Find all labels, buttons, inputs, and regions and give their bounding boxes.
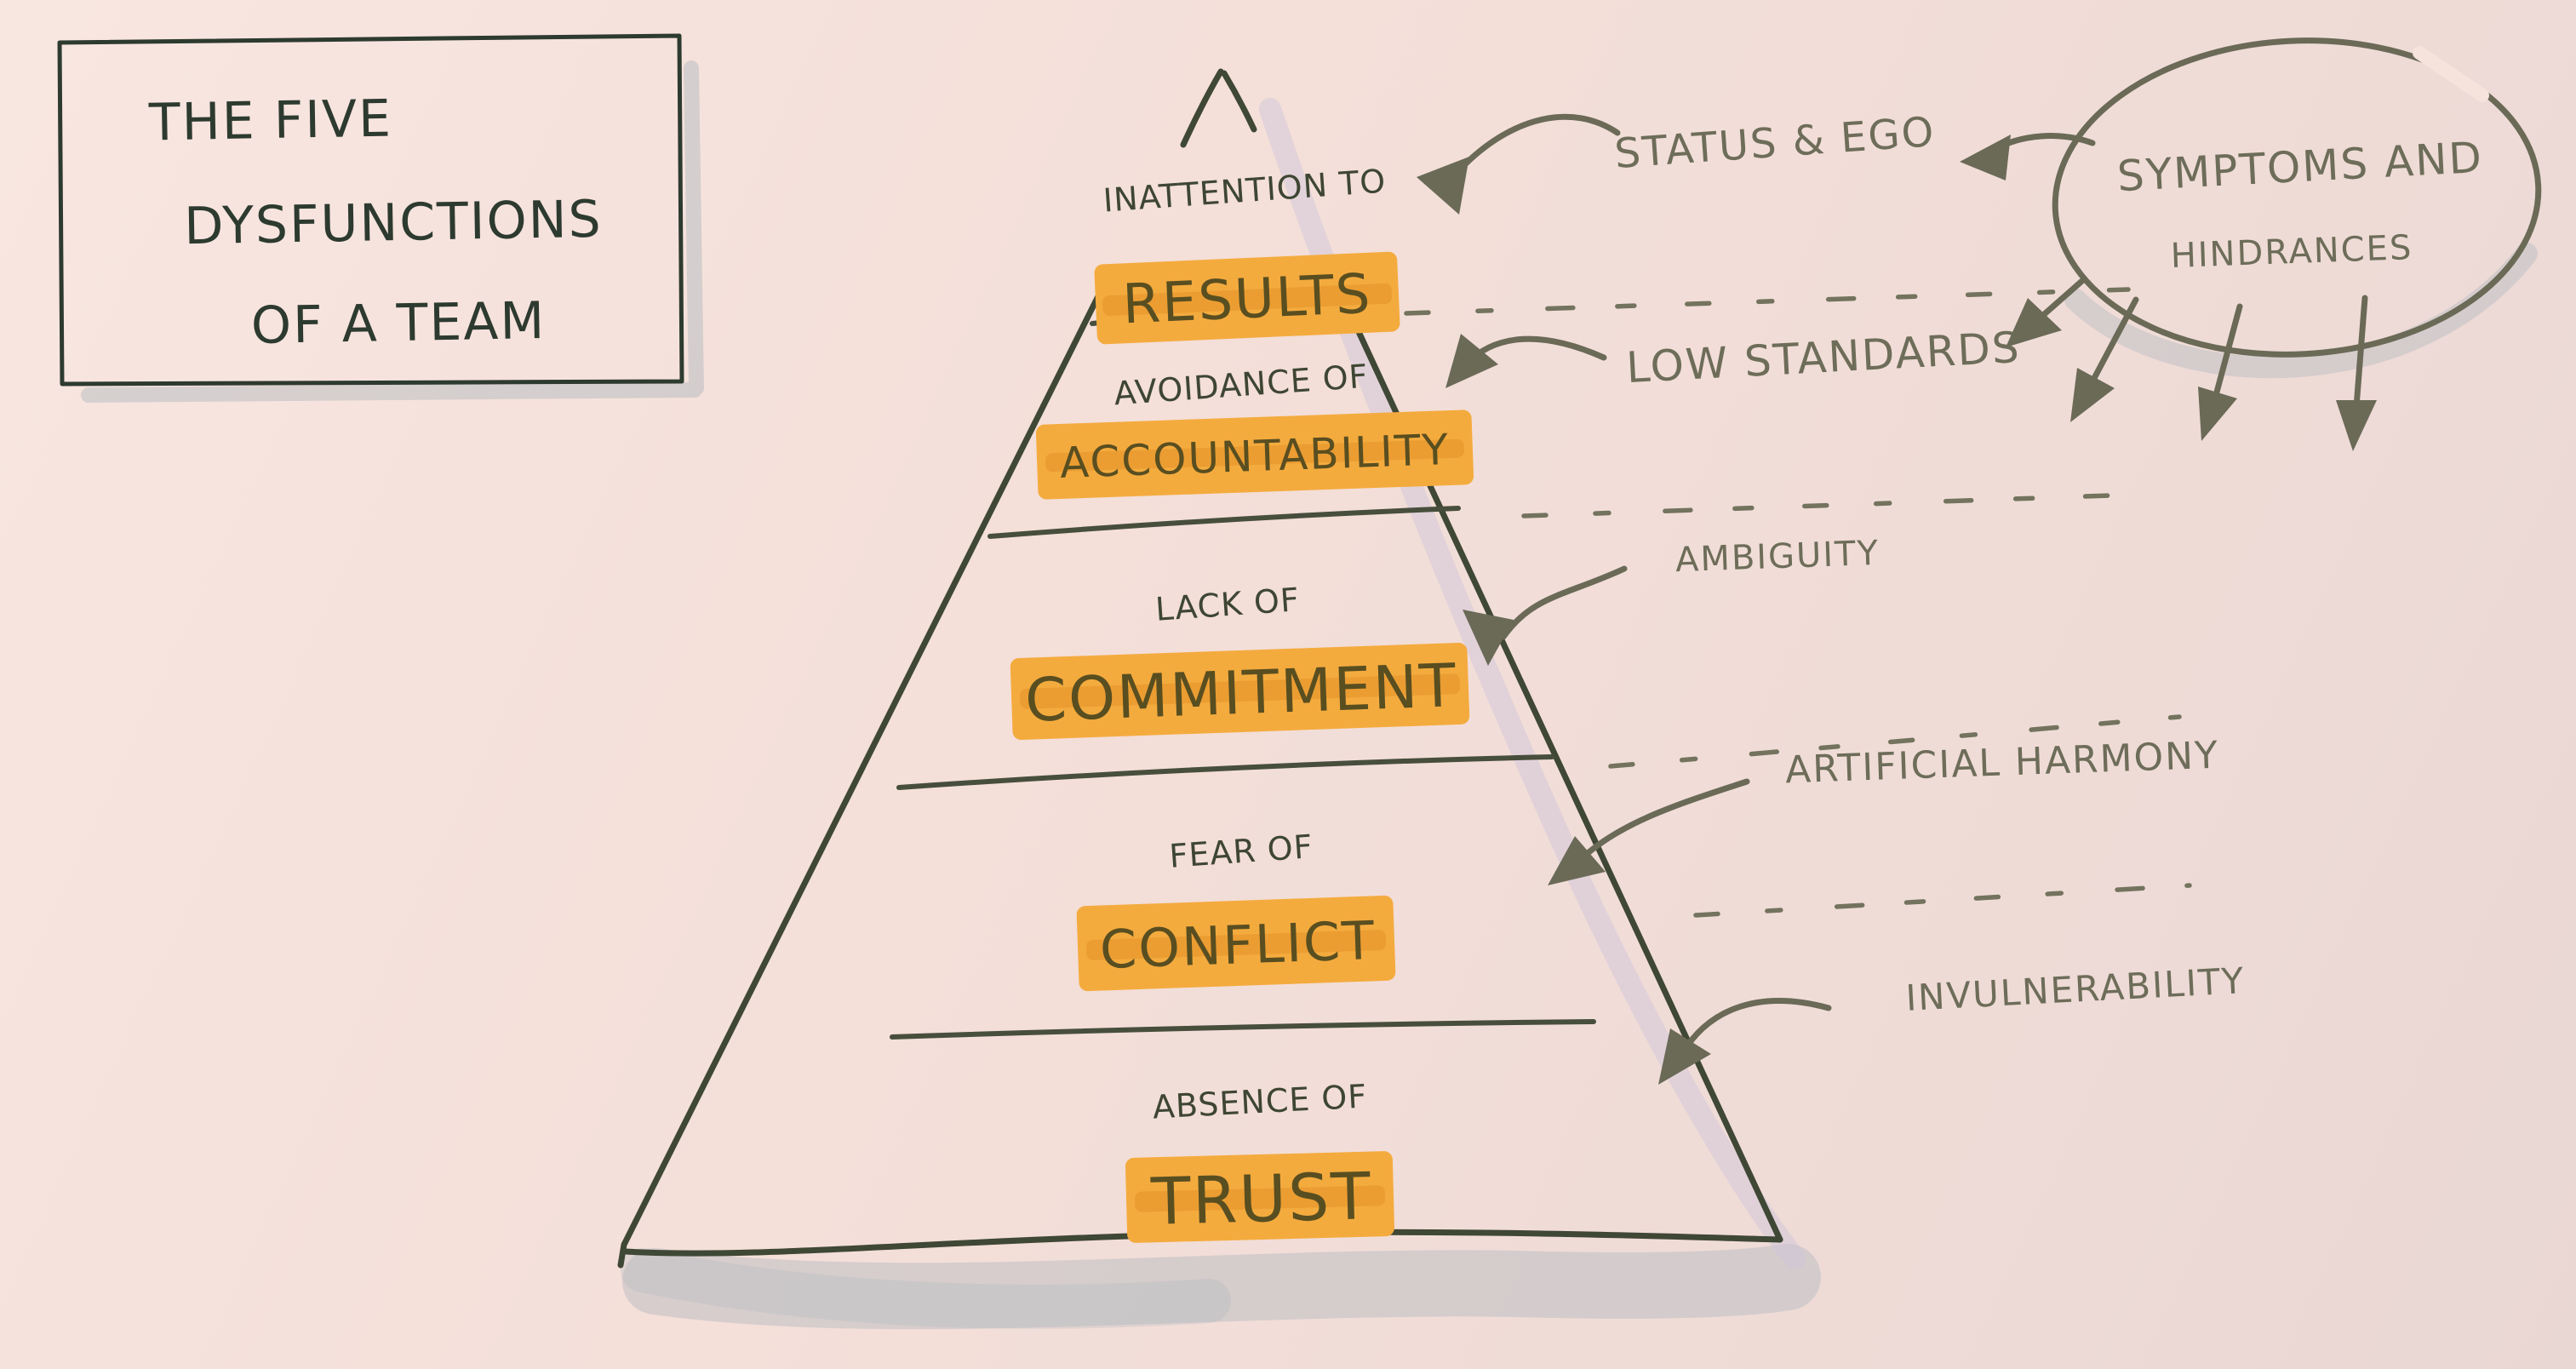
highlight-conflict xyxy=(1076,895,1396,992)
symptom-labels: STATUS & EGO LOW STANDARDS AMBIGUITY ART… xyxy=(1613,108,2247,1019)
arrowhead xyxy=(1658,1028,1711,1085)
divider-accountability xyxy=(987,506,1461,539)
divider-conflict xyxy=(890,1019,1596,1040)
title-line-1: THE FIVE xyxy=(147,89,392,153)
bubble-text-line-1: SYMPTOMS AND xyxy=(2116,133,2485,201)
title-box: THE FIVE DYSFUNCTIONS OF A TEAM xyxy=(57,33,684,387)
dash-line-commitment xyxy=(1608,714,2182,769)
label-status-ego: STATUS & EGO xyxy=(1613,108,1937,178)
dash-line-results xyxy=(1404,287,2131,316)
highlighter-bands xyxy=(1010,251,1474,1243)
dashed-lines xyxy=(1404,287,2192,918)
arrowhead xyxy=(2198,387,2237,441)
arrows xyxy=(1417,113,2377,1085)
title-line-3: OF A TEAM xyxy=(250,291,546,356)
level-accountability-prefix: AVOIDANCE OF xyxy=(1113,358,1370,413)
bubble-shadow xyxy=(2064,243,2538,379)
dash-line-conflict xyxy=(1693,883,2192,918)
label-invulnerability: INVULNERABILITY xyxy=(1904,959,2246,1019)
arrow-lowstandards-to-accountability xyxy=(1445,334,1607,388)
arrow-status-to-results xyxy=(1417,113,1621,215)
pyramid-labels: INATTENTION TO RESULTS AVOIDANCE OF ACCO… xyxy=(1024,162,1458,1239)
arrowhead xyxy=(1417,157,1469,215)
highlight-results xyxy=(1094,251,1400,345)
label-ambiguity: AMBIGUITY xyxy=(1674,534,1880,580)
pyramid-base-shadow-2 xyxy=(621,1248,1231,1329)
bubble-outline xyxy=(2052,37,2542,358)
divider-commitment xyxy=(896,754,1554,790)
title-box-shadow xyxy=(81,60,704,403)
arrow-ambiguity-to-commitment xyxy=(1463,565,1628,666)
title-line-2: DYSFUNCTIONS xyxy=(184,190,604,257)
level-commitment-word: COMMITMENT xyxy=(1024,650,1458,736)
bubble-outline-gap xyxy=(2413,46,2489,102)
level-trust-word: TRUST xyxy=(1149,1158,1373,1240)
label-low-standards: LOW STANDARDS xyxy=(1625,323,2022,392)
level-conflict-word: CONFLICT xyxy=(1099,909,1377,981)
label-artificial-harmony: ARTIFICIAL HARMONY xyxy=(1784,734,2220,793)
arrow-bubble-fan-3 xyxy=(2198,303,2243,441)
level-results-prefix: INATTENTION TO xyxy=(1102,162,1387,219)
arrow-bubble-fan-4 xyxy=(2336,295,2377,451)
level-conflict-prefix: FEAR OF xyxy=(1168,828,1314,875)
arrowhead xyxy=(1445,334,1498,388)
arrowhead xyxy=(1463,610,1514,666)
arrow-harmony-to-conflict xyxy=(1548,778,1750,885)
arrow-bubble-fan-1 xyxy=(2006,276,2087,347)
level-trust-prefix: ABSENCE OF xyxy=(1152,1077,1368,1126)
arrowhead xyxy=(2070,368,2115,422)
highlight-commitment xyxy=(1010,642,1470,740)
arrow-bubble-to-status xyxy=(1960,133,2096,180)
pyramid-left-edge xyxy=(617,279,1108,1269)
level-results-word: RESULTS xyxy=(1121,263,1373,337)
level-commitment-prefix: LACK OF xyxy=(1154,581,1301,628)
pyramid-apex xyxy=(1180,68,1257,148)
arrowhead xyxy=(2006,298,2062,347)
arrowhead xyxy=(2336,400,2377,451)
highlight-accountability xyxy=(1035,410,1474,500)
highlight-trust xyxy=(1125,1151,1394,1243)
arrow-invulnerability-to-trust xyxy=(1658,998,1832,1085)
arrowhead xyxy=(1548,836,1606,885)
pyramid-base-shadow xyxy=(622,1244,1821,1330)
arrowhead xyxy=(1960,135,2011,180)
bubble-text-line-2: HINDRANCES xyxy=(2170,228,2413,276)
dash-line-accountability xyxy=(1521,493,2114,518)
title-box-border xyxy=(57,33,684,387)
arrow-bubble-fan-2 xyxy=(2070,296,2139,422)
